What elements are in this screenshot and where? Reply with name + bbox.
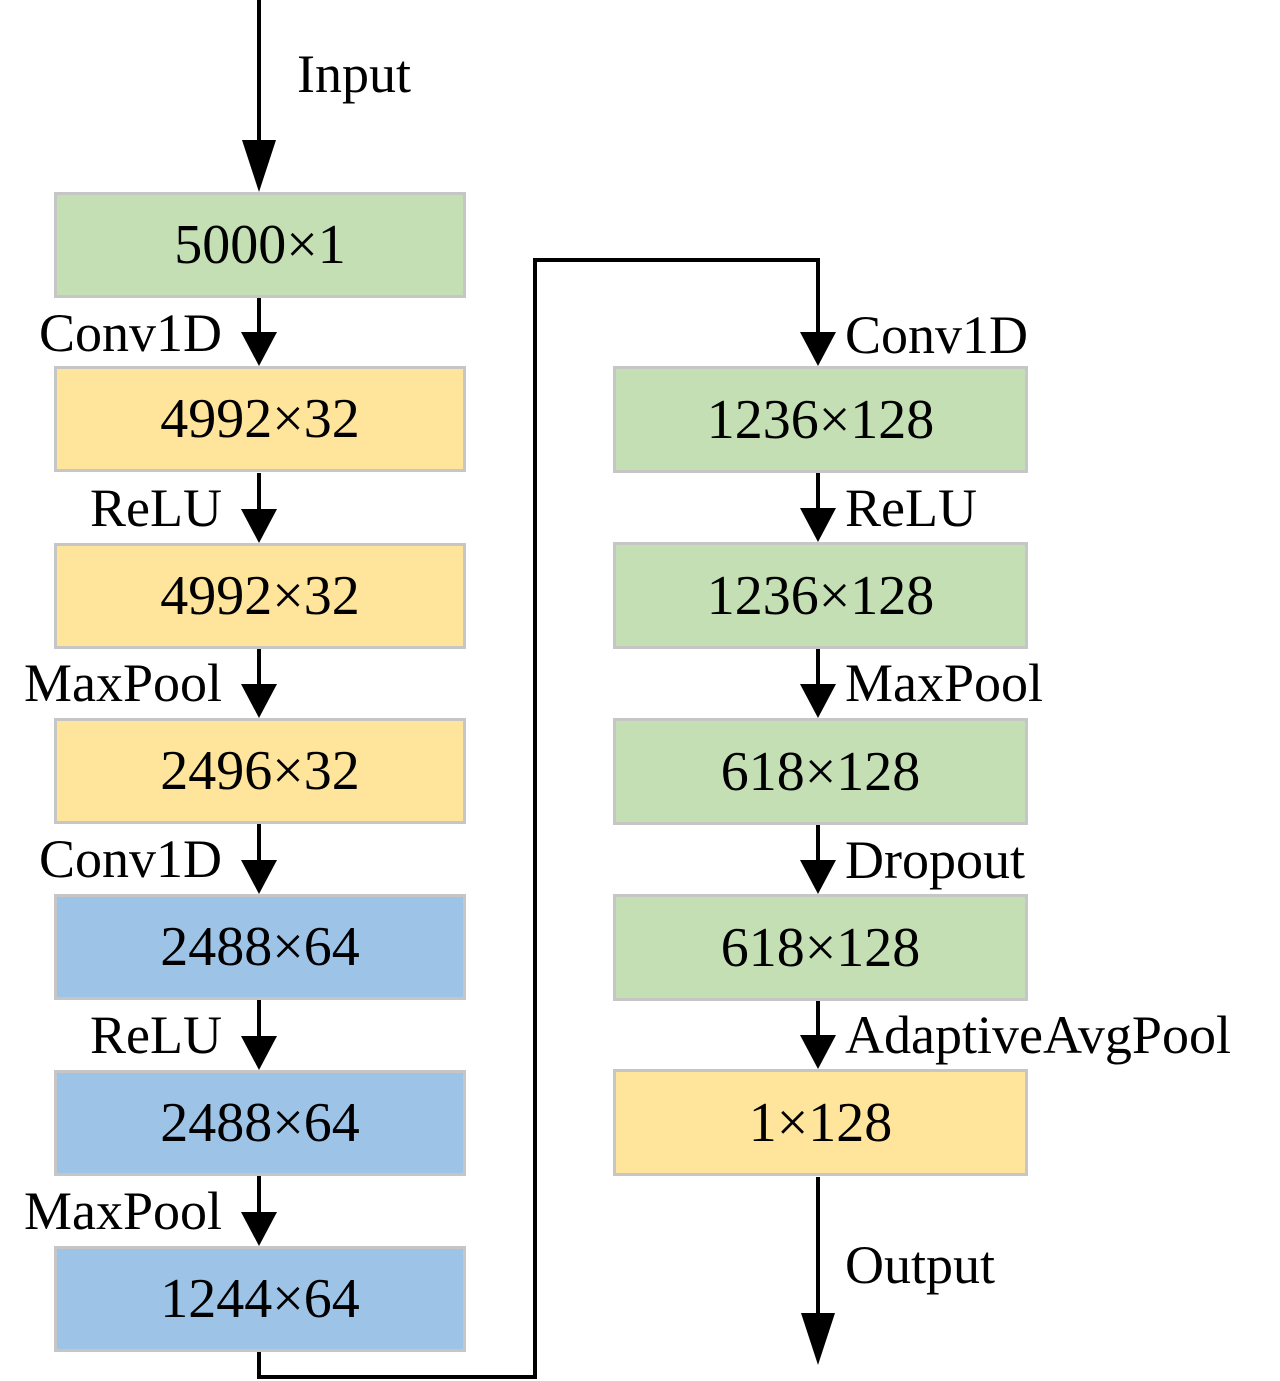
edge-label-conv1d-2: Conv1D	[38, 829, 222, 889]
edge-label-relu-1: ReLU	[90, 478, 222, 538]
skip-connector-arrowhead	[800, 332, 836, 366]
edge-label-relu-2: ReLU	[90, 1005, 222, 1065]
layer-box-2488x64-a: 2488×64	[54, 894, 466, 1000]
output-arrowhead	[801, 1313, 835, 1365]
edge-label-adaptiveavgpool: AdaptiveAvgPool	[845, 1005, 1231, 1065]
input-arrowhead	[242, 140, 276, 192]
input-label: Input	[297, 44, 411, 104]
edge-label-conv1d-1: Conv1D	[38, 303, 222, 363]
layer-box-1244x64: 1244×64	[54, 1246, 466, 1352]
output-label: Output	[845, 1235, 996, 1295]
layer-box-4992x32-a: 4992×32	[54, 366, 466, 472]
layer-box-1x128: 1×128	[613, 1069, 1028, 1176]
edge-label-dropout: Dropout	[845, 830, 1025, 890]
skip-connector	[257, 258, 820, 1379]
edge-label-conv1d-3: Conv1D	[845, 305, 1029, 365]
edge-label-maxpool-3: MaxPool	[845, 653, 1044, 713]
layer-box-2496x32: 2496×32	[54, 718, 466, 824]
layer-box-4992x32-b: 4992×32	[54, 543, 466, 649]
edge-label-maxpool-2: MaxPool	[23, 1181, 222, 1241]
layer-box-1236x128-a: 1236×128	[613, 366, 1028, 473]
layer-box-input-5000x1: 5000×1	[54, 192, 466, 298]
layer-box-2488x64-b: 2488×64	[54, 1070, 466, 1176]
edge-label-relu-3: ReLU	[845, 478, 977, 538]
layer-box-1236x128-b: 1236×128	[613, 542, 1028, 649]
edge-label-maxpool-1: MaxPool	[23, 653, 222, 713]
layer-box-618x128-b: 618×128	[613, 894, 1028, 1001]
layer-box-618x128-a: 618×128	[613, 718, 1028, 825]
